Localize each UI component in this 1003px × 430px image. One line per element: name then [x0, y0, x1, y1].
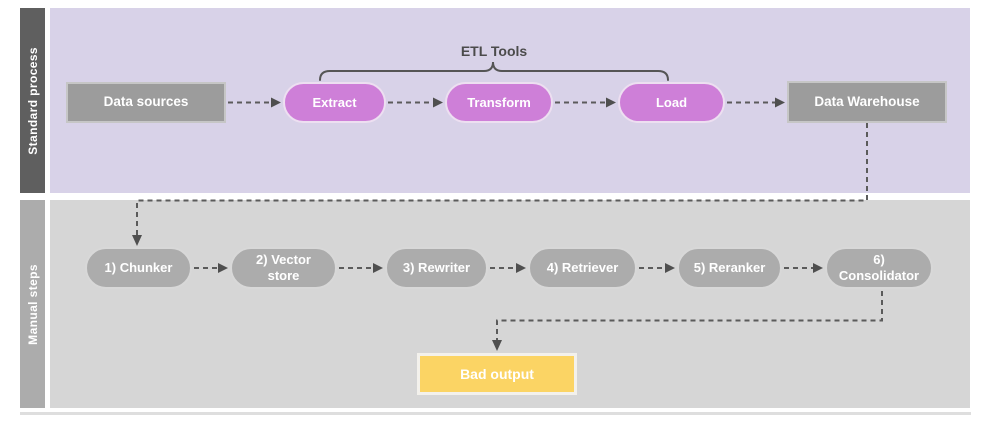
lane-label-manual-steps: Manual steps	[25, 263, 40, 345]
node-retriever: 4) Retriever	[528, 247, 637, 289]
node-bad-output: Bad output	[417, 353, 577, 395]
bottom-divider	[20, 412, 971, 415]
node-load: Load	[618, 82, 725, 123]
node-data-warehouse: Data Warehouse	[787, 81, 947, 123]
lane-header-manual-steps: Manual steps	[20, 200, 45, 408]
node-chunker: 1) Chunker	[85, 247, 192, 289]
node-consolidator: 6) Consolidator	[825, 247, 933, 289]
lane-label-standard-process: Standard process	[25, 46, 40, 155]
node-rewriter: 3) Rewriter	[385, 247, 488, 289]
node-vector-store: 2) Vector store	[230, 247, 337, 289]
node-data-sources: Data sources	[66, 82, 226, 123]
node-extract: Extract	[283, 82, 386, 123]
node-transform: Transform	[445, 82, 553, 123]
node-reranker: 5) Reranker	[677, 247, 782, 289]
lane-header-standard-process: Standard process	[20, 8, 45, 193]
etl-tools-label: ETL Tools	[460, 43, 528, 59]
